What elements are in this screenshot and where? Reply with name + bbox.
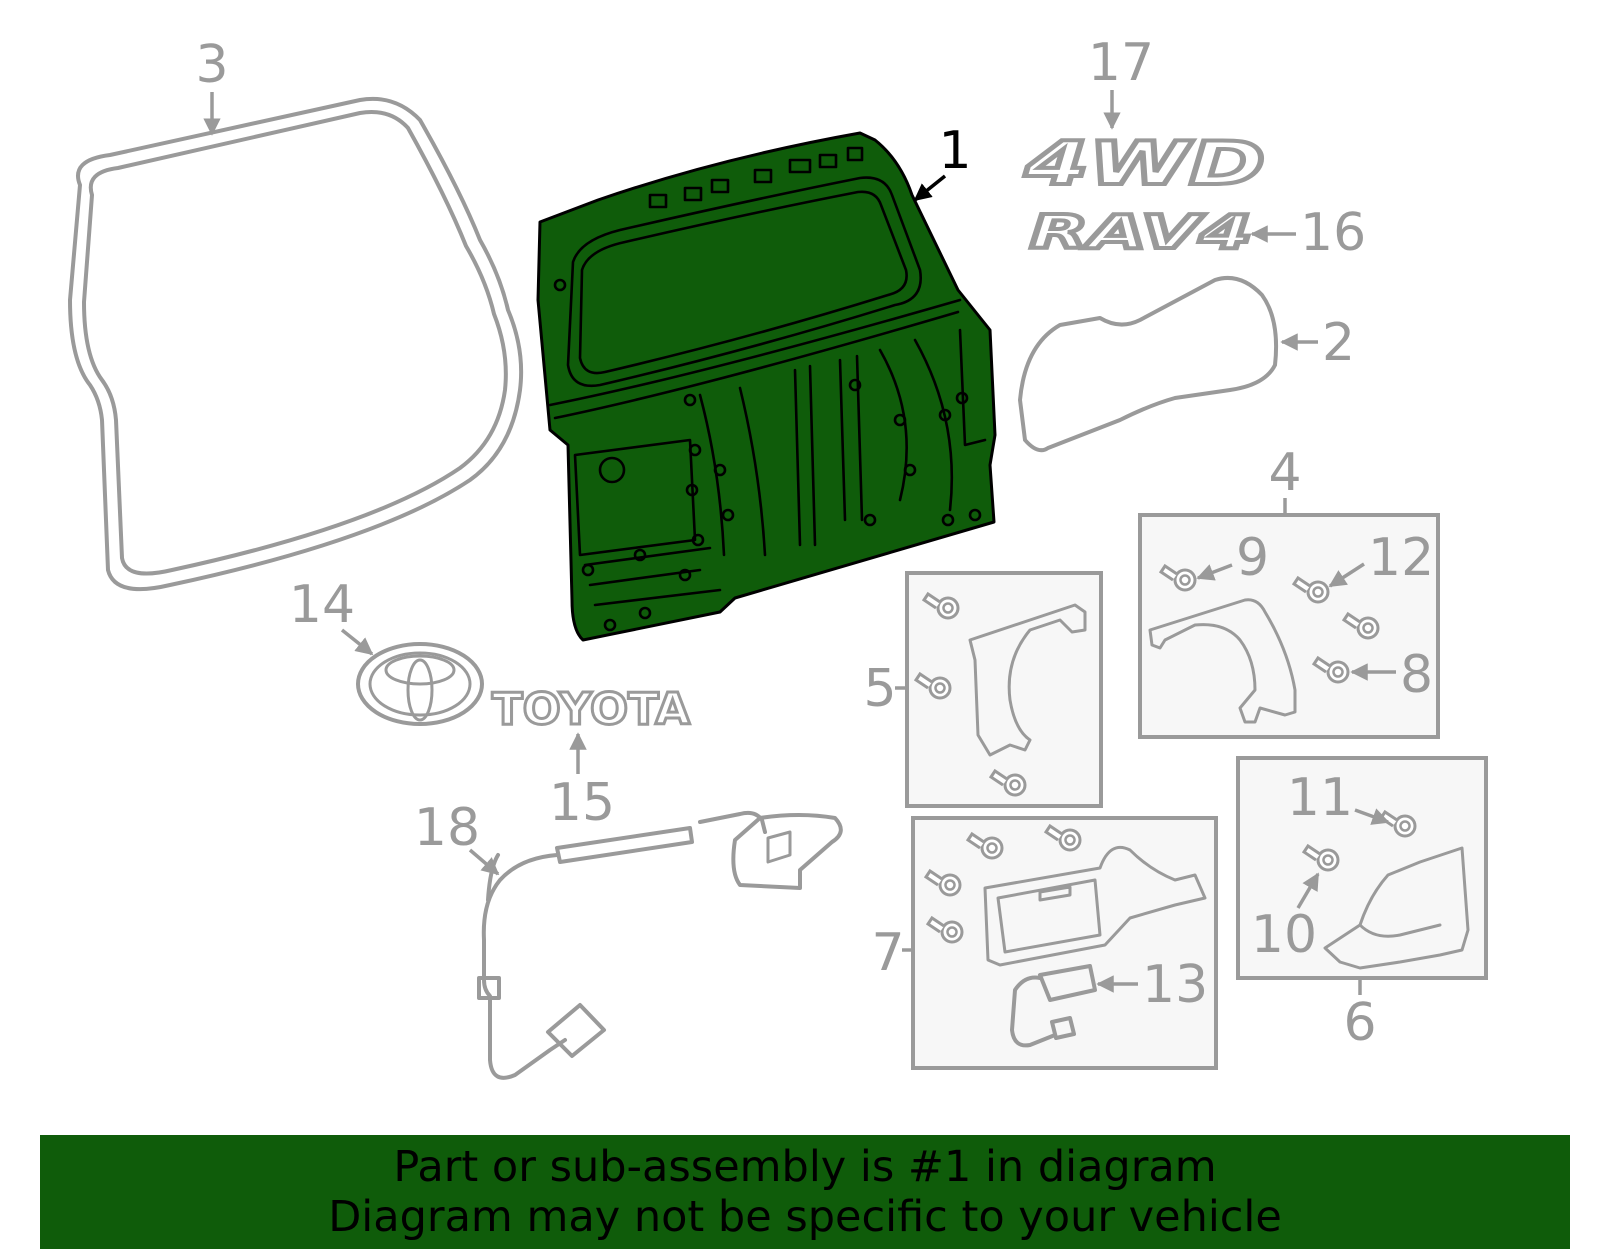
service-cover-part-2[interactable] bbox=[1018, 275, 1279, 453]
4wd-badge-text: 4WD bbox=[1023, 129, 1265, 199]
callout-15: 15 bbox=[549, 732, 615, 833]
4wd-badge-part-17[interactable]: 4WD bbox=[1021, 127, 1267, 201]
back-door-panel-part-1[interactable] bbox=[536, 131, 997, 642]
callout-16: 16 bbox=[1250, 203, 1366, 263]
part-group-box-7[interactable] bbox=[911, 816, 1218, 1070]
part-group-box-5[interactable] bbox=[905, 571, 1103, 808]
weatherstrip-part-3[interactable] bbox=[68, 96, 524, 592]
callout-label-3: 3 bbox=[195, 35, 228, 95]
box-7-frame bbox=[911, 816, 1218, 1070]
part-group-box-4[interactable] bbox=[1138, 513, 1440, 739]
callout-2: 2 bbox=[1280, 313, 1355, 373]
callout-label-18: 18 bbox=[414, 798, 480, 858]
callout-3: 3 bbox=[195, 35, 229, 136]
callout-4: 4 bbox=[1268, 443, 1302, 515]
callout-label-17: 17 bbox=[1088, 33, 1154, 93]
lift-support-cable-part-18[interactable] bbox=[477, 810, 843, 1080]
callout-10: 10 bbox=[1251, 872, 1320, 965]
banner-line-2: Diagram may not be specific to your vehi… bbox=[328, 1192, 1282, 1242]
leader-arrow-11 bbox=[1354, 808, 1390, 825]
callout-label-1: 1 bbox=[938, 121, 971, 181]
rav4-badge-text: RAV4 bbox=[1030, 205, 1252, 259]
callout-label-8: 8 bbox=[1400, 645, 1433, 705]
callout-label-7: 7 bbox=[871, 923, 904, 983]
toyota-wordmark-part-15[interactable]: TOYOTA bbox=[491, 683, 692, 737]
callout-label-5: 5 bbox=[863, 659, 896, 719]
callout-label-9: 9 bbox=[1236, 528, 1269, 588]
callout-label-10: 10 bbox=[1251, 905, 1317, 965]
info-banner: Part or sub-assembly is #1 in diagram Di… bbox=[40, 1135, 1570, 1249]
leader-arrow-18 bbox=[468, 848, 500, 876]
toyota-wordmark-text: TOYOTA bbox=[492, 684, 690, 735]
callout-label-15: 15 bbox=[549, 773, 615, 833]
callout-label-6: 6 bbox=[1343, 993, 1376, 1053]
leader-arrow-12 bbox=[1328, 562, 1365, 588]
callout-label-14: 14 bbox=[289, 575, 355, 635]
callout-11: 11 bbox=[1287, 768, 1390, 828]
callout-7: 7 bbox=[871, 923, 913, 983]
callout-1: 1 bbox=[913, 121, 972, 202]
callout-14: 14 bbox=[289, 575, 374, 656]
callout-label-16: 16 bbox=[1300, 203, 1366, 263]
box-6-frame bbox=[1236, 756, 1488, 980]
leader-arrow-1 bbox=[913, 174, 947, 202]
callout-6: 6 bbox=[1343, 980, 1377, 1053]
callout-label-13: 13 bbox=[1142, 955, 1208, 1015]
callout-18: 18 bbox=[414, 798, 500, 876]
callout-17: 17 bbox=[1088, 33, 1154, 130]
rav4-badge-part-16[interactable]: RAV4 bbox=[1028, 203, 1254, 261]
leader-arrow-10 bbox=[1296, 872, 1320, 909]
callout-5: 5 bbox=[863, 659, 907, 719]
callout-label-12: 12 bbox=[1368, 528, 1434, 588]
banner-line-1: Part or sub-assembly is #1 in diagram bbox=[393, 1142, 1217, 1192]
parts-diagram: 3 1 bbox=[68, 33, 1488, 1080]
callout-8: 8 bbox=[1350, 645, 1433, 705]
part-group-box-6[interactable] bbox=[1236, 756, 1488, 980]
callout-12: 12 bbox=[1328, 528, 1434, 588]
callout-label-11: 11 bbox=[1287, 768, 1353, 828]
back-door-panel-body[interactable] bbox=[536, 131, 997, 642]
callout-label-2: 2 bbox=[1322, 313, 1355, 373]
callout-9: 9 bbox=[1196, 528, 1269, 588]
callout-13: 13 bbox=[1096, 955, 1208, 1015]
callout-label-4: 4 bbox=[1268, 443, 1301, 503]
leader-arrow-9 bbox=[1196, 563, 1233, 581]
toyota-emblem-part-14[interactable] bbox=[356, 642, 484, 726]
leader-arrow-14 bbox=[340, 628, 374, 656]
